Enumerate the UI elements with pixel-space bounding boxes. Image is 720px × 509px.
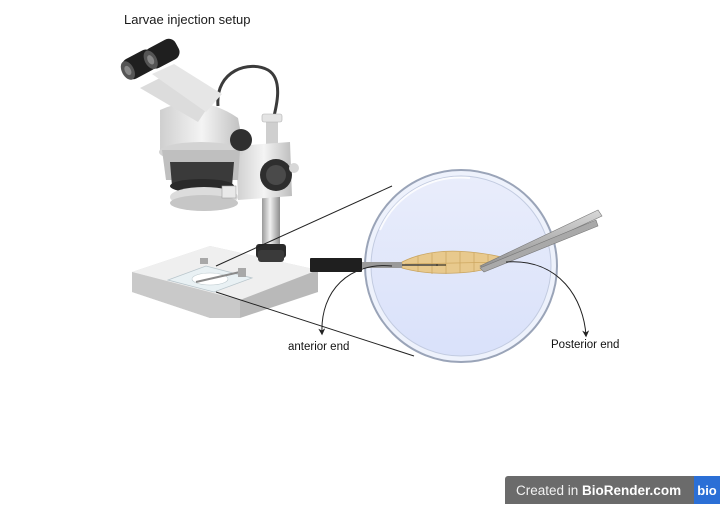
biorender-watermark[interactable]: Created in BioRender.com bio bbox=[505, 476, 720, 504]
watermark-prefix: Created in bbox=[516, 483, 582, 498]
biorender-logo-icon: bio bbox=[694, 476, 720, 504]
posterior-end-label: Posterior end bbox=[551, 339, 619, 351]
figure-title: Larvae injection setup bbox=[124, 12, 250, 27]
stereo-microscope-icon bbox=[117, 36, 318, 318]
watermark-text: Created in BioRender.com bbox=[505, 483, 694, 498]
watermark-brand: BioRender.com bbox=[582, 483, 681, 498]
anterior-end-label: anterior end bbox=[288, 341, 349, 353]
